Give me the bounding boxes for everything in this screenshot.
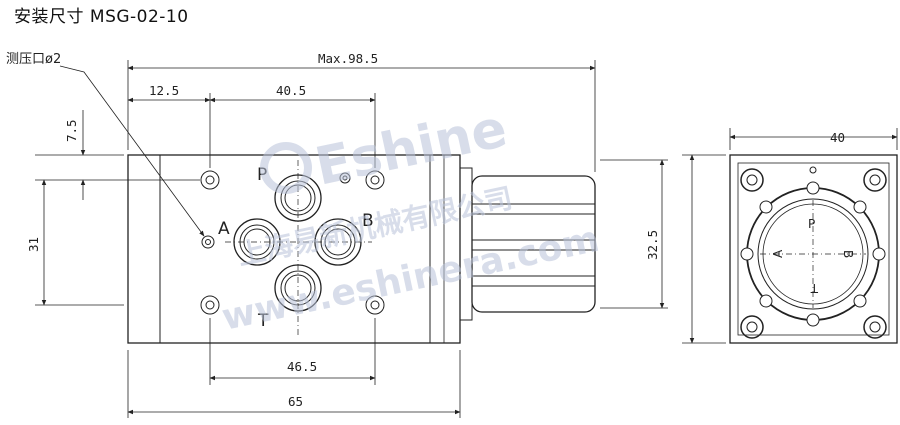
port-label-b: B — [362, 211, 374, 231]
gauge-port — [339, 172, 351, 184]
dim-overall-length: Max.98.5 — [318, 51, 378, 66]
dim-end-height: 32.5 — [645, 230, 660, 260]
watermark: Eshine 上海易新机械有限公司 www.eshinera.com — [218, 99, 602, 339]
corner-hole — [863, 315, 887, 339]
bolt-hole — [200, 295, 220, 315]
corner-hole — [863, 168, 887, 192]
end-port-label-p: P — [808, 217, 815, 231]
gauge-port-left — [201, 235, 215, 249]
dim-offset-left: 12.5 — [149, 83, 179, 98]
adjustment-knob — [459, 167, 596, 321]
dim-end-width: 40 — [830, 130, 845, 145]
corner-hole — [740, 168, 764, 192]
end-port-label-a: A — [771, 249, 785, 258]
end-port-label-b: B — [841, 250, 855, 258]
dim-body-width: 65 — [288, 394, 303, 409]
dim-port-spacing-top: 40.5 — [276, 83, 306, 98]
end-dimension-lines — [600, 128, 898, 344]
dim-body-height: 31 — [26, 237, 41, 252]
watermark-logo-icon — [260, 142, 312, 194]
page-title: 安装尺寸 MSG-02-10 — [14, 7, 189, 27]
bolt-hole — [200, 170, 220, 190]
callout-gauge-port: 测压口ø2 — [6, 52, 61, 67]
dim-vertical-small: 7.5 — [64, 119, 79, 142]
end-view — [729, 154, 898, 344]
watermark-brand: Eshine — [310, 99, 512, 198]
port-label-t: T — [257, 311, 269, 331]
bolt-hole — [365, 170, 385, 190]
dim-port-spacing-bottom: 46.5 — [287, 359, 317, 374]
bolt-hole — [365, 295, 385, 315]
knob-end-face — [740, 181, 886, 327]
corner-hole — [740, 315, 764, 339]
dimension-lines — [35, 60, 596, 418]
end-port-label-t: T — [810, 281, 819, 295]
port-label-a: A — [218, 219, 230, 239]
